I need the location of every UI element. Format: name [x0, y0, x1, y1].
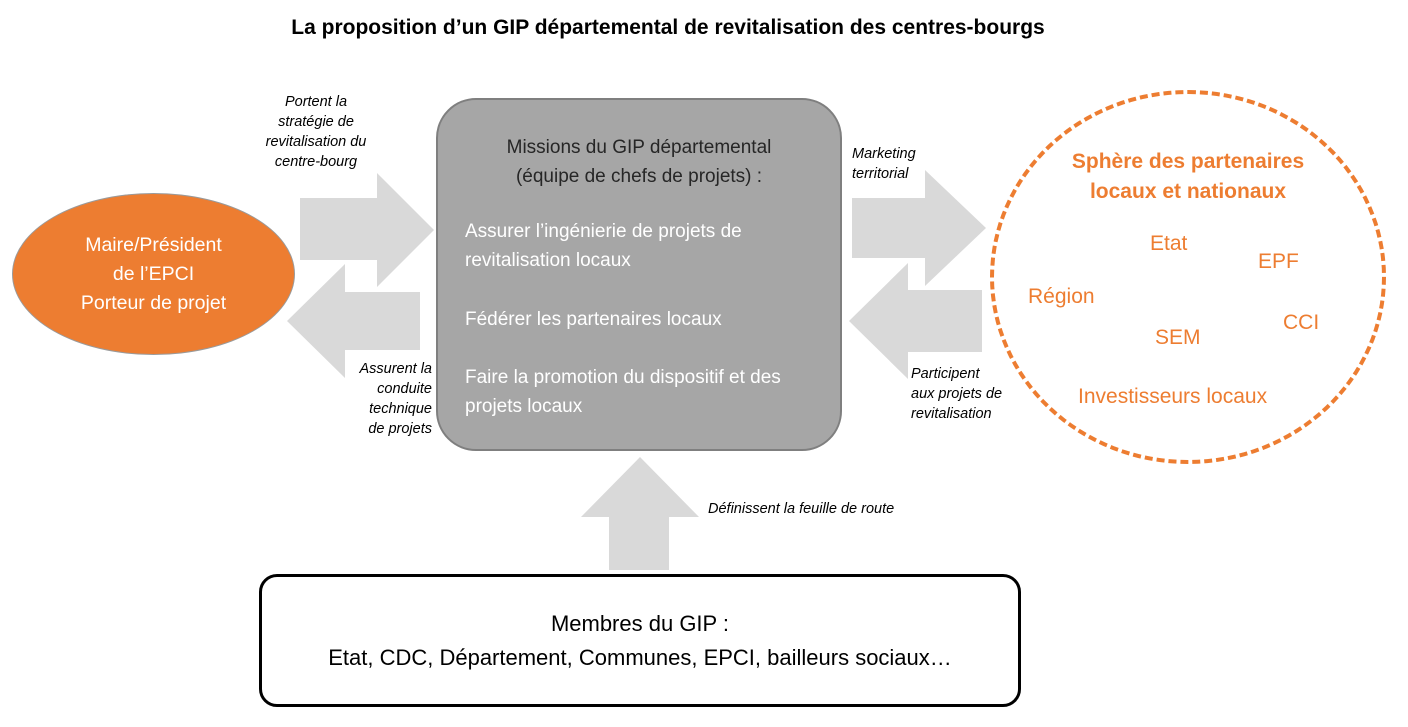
arrow-up-membres-to-gip [581, 457, 699, 570]
arrow-left-partenaires-to-gip [849, 263, 982, 379]
label-assurent-line: technique [369, 401, 432, 417]
label-portent-line: Portent la [284, 94, 348, 110]
label-assurent-line: conduite [377, 381, 432, 397]
label-assurent-line: de projets [368, 421, 432, 437]
label-participent-line: Participent [911, 366, 980, 382]
membres-box: Membres du GIP : Etat, CDC, Département,… [259, 574, 1021, 707]
label-portent-line: stratégie de [278, 114, 354, 130]
gip-missions-box: Missions du GIP départemental (équipe de… [436, 98, 842, 451]
label-marketing: Marketing territorial [852, 144, 916, 184]
partner-region: Région [1028, 285, 1095, 308]
partenaires-circle [990, 90, 1386, 464]
label-marketing-line: territorial [852, 166, 909, 182]
diagram-title: La proposition d’un GIP départemental de… [291, 16, 1045, 39]
partner-epf: EPF [1258, 250, 1299, 273]
sphere-title-line: Sphère des partenaires [1071, 150, 1305, 173]
label-assurent: Assurent la conduite technique de projet… [330, 359, 432, 439]
label-definissent: Définissent la feuille de route [708, 501, 895, 517]
arrow-right-porteur-to-gip [300, 173, 434, 287]
sphere-title-line: locaux et nationaux [1089, 180, 1287, 203]
arrow-right-gip-to-partenaires [852, 170, 986, 286]
label-participent-line: revitalisation [911, 406, 992, 422]
partner-cci: CCI [1283, 311, 1320, 334]
porteur-line: Porteur de projet [80, 291, 227, 314]
gip-mission: Fédérer les partenaires locaux [465, 309, 722, 330]
label-portent: Portent la stratégie de revitalisation d… [250, 92, 382, 172]
membres-list: Etat, CDC, Département, Communes, EPCI, … [328, 644, 952, 670]
label-assurent-line: Assurent la [359, 361, 432, 377]
partner-investisseurs: Investisseurs locaux [1078, 385, 1268, 408]
gip-heading-line: (équipe de chefs de projets) : [515, 166, 763, 187]
gip-heading: Missions du GIP départemental (équipe de… [438, 133, 840, 191]
porteur-ellipse: Maire/Président de l’EPCI Porteur de pro… [12, 193, 295, 355]
sphere-title: Sphère des partenaires locaux et nationa… [990, 147, 1386, 207]
gip-heading-line: Missions du GIP départemental [506, 137, 772, 158]
gip-mission: Assurer l’ingénierie de projets de revit… [465, 221, 742, 271]
porteur-line: de l’EPCI [112, 262, 195, 285]
membres-title: Membres du GIP : [550, 610, 730, 636]
label-participent: Participent aux projets de revitalisatio… [911, 364, 1002, 424]
porteur-line: Maire/Président [85, 233, 222, 256]
arrow-left-gip-to-porteur [287, 264, 420, 378]
partner-etat: Etat [1150, 232, 1188, 255]
label-portent-line: revitalisation du [265, 134, 367, 150]
partner-sem: SEM [1155, 326, 1201, 349]
gip-mission: Faire la promotion du dispositif et des … [465, 367, 781, 417]
label-portent-line: centre-bourg [274, 154, 358, 170]
label-marketing-line: Marketing [852, 146, 916, 162]
label-participent-line: aux projets de [911, 386, 1003, 402]
